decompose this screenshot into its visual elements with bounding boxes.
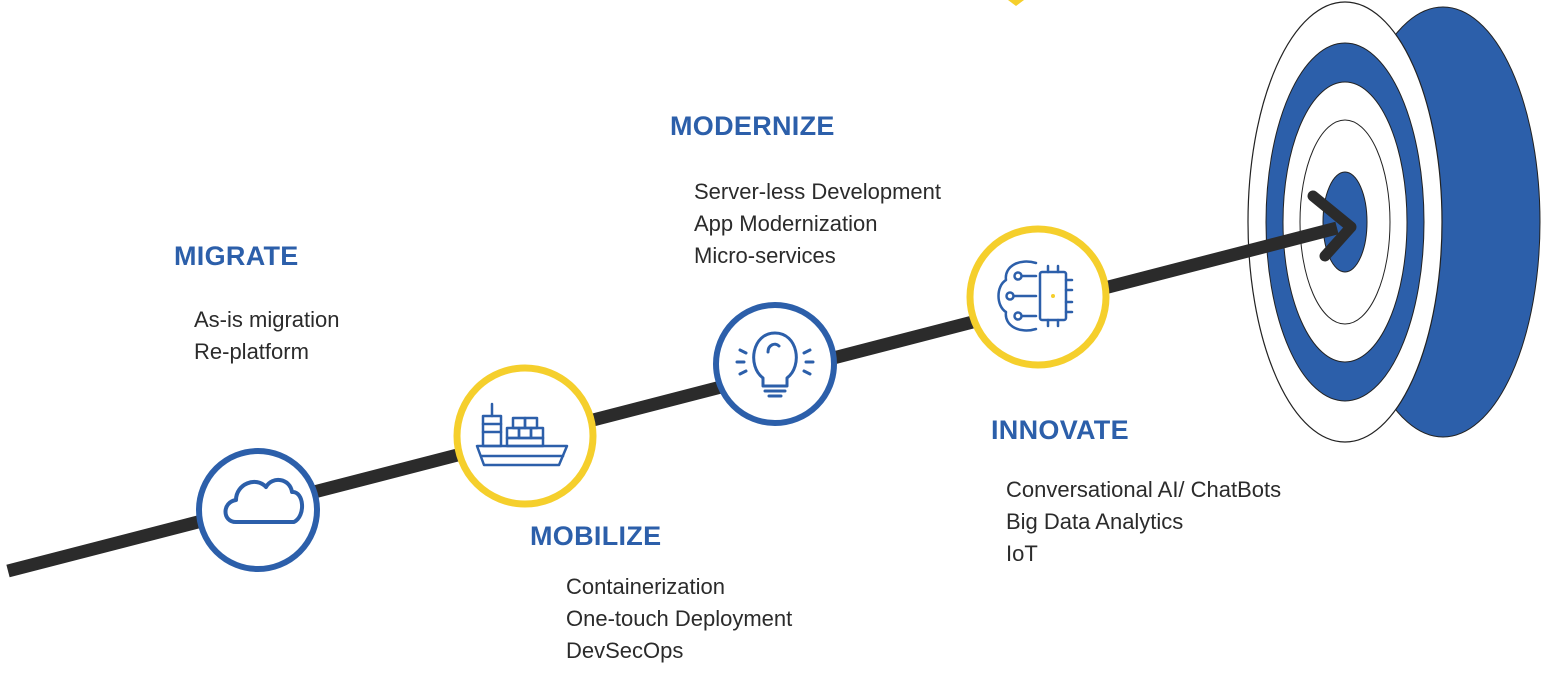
modernize-title: MODERNIZE xyxy=(670,111,835,141)
ai-brain-chip-icon xyxy=(997,260,1074,332)
cargo-ship-icon xyxy=(475,402,569,467)
top-accent-mark xyxy=(1008,0,1024,6)
mobilize-item: One-touch Deployment xyxy=(566,606,793,631)
mobilize-item: Containerization xyxy=(566,574,725,599)
mobilize-list: Containerization One-touch Deployment De… xyxy=(566,571,792,667)
target-icon xyxy=(1247,1,1541,443)
migrate-stage-node xyxy=(196,448,320,572)
migrate-item: Re-platform xyxy=(194,339,309,364)
mobilize-stage-node xyxy=(453,364,597,508)
migrate-item: As-is migration xyxy=(194,307,340,332)
innovate-stage-node xyxy=(966,225,1110,369)
migrate-list: As-is migration Re-platform xyxy=(194,304,339,368)
chip-accent-dot xyxy=(1051,294,1055,298)
innovate-item: Big Data Analytics xyxy=(1006,509,1184,534)
mobilize-item: DevSecOps xyxy=(566,638,684,663)
modernize-item: App Modernization xyxy=(694,211,878,236)
innovate-list: Conversational AI/ ChatBots Big Data Ana… xyxy=(1006,474,1281,570)
cloud-icon xyxy=(223,478,304,524)
modernize-item: Server-less Development xyxy=(694,179,941,204)
lightbulb-icon xyxy=(735,331,815,398)
modernize-item: Micro-services xyxy=(694,243,836,268)
innovate-title: INNOVATE xyxy=(991,415,1129,445)
mobilize-title: MOBILIZE xyxy=(530,521,662,551)
migrate-title: MIGRATE xyxy=(174,241,299,271)
modernize-list: Server-less Development App Modernizatio… xyxy=(694,176,941,272)
modernize-stage-node xyxy=(713,302,837,426)
innovate-item: Conversational AI/ ChatBots xyxy=(1006,477,1282,502)
innovate-item: IoT xyxy=(1006,541,1038,566)
